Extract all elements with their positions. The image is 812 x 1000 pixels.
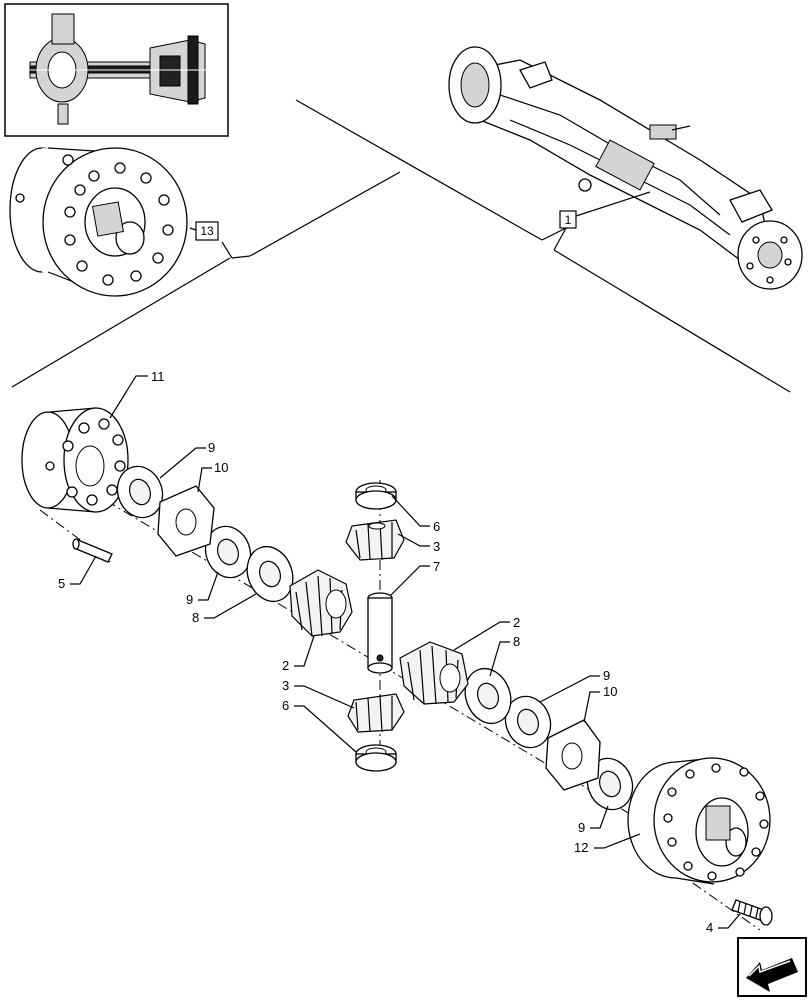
- part-10-friction-plate: [157, 485, 601, 791]
- part-12-flanged-case: [627, 757, 771, 885]
- axle-section-thumbnail: [4, 3, 229, 137]
- callout-6-upper: 6: [433, 519, 440, 534]
- callout-8-right: 8: [513, 634, 520, 649]
- part-2-side-gear: [289, 569, 469, 705]
- reference-label-13: 13: [200, 224, 214, 238]
- callout-6-lower: 6: [282, 698, 289, 713]
- part-11-case-half: [21, 407, 129, 513]
- callout-9-upper-left: 9: [208, 440, 215, 455]
- section-lines: [11, 99, 791, 393]
- callout-7: 7: [433, 559, 440, 574]
- exploded-view: [21, 407, 773, 931]
- callout-4: 4: [706, 920, 713, 935]
- part-9-thrust-washer: [116, 465, 634, 811]
- callout-9-lower-right: 9: [578, 820, 585, 835]
- axle-assembly-illustration: [448, 46, 803, 290]
- callout-8-left: 8: [192, 610, 199, 625]
- reference-box-1[interactable]: 1: [559, 210, 577, 229]
- callout-3-upper: 3: [433, 539, 440, 554]
- callout-2-right: 2: [513, 615, 520, 630]
- part-8-shim: [246, 545, 512, 725]
- reference-box-13[interactable]: 13: [195, 221, 219, 241]
- callout-2-left: 2: [282, 658, 289, 673]
- callout-5: 5: [58, 576, 65, 591]
- callout-10-right: 10: [603, 684, 617, 699]
- callout-9-upper-right: 9: [603, 668, 610, 683]
- callout-10-left: 10: [214, 460, 228, 475]
- part-3-pinion-gear: [345, 519, 405, 733]
- reference-label-1: 1: [565, 213, 572, 227]
- callout-3-lower: 3: [282, 678, 289, 693]
- leader-lines: [70, 375, 741, 929]
- part-7-spider-shaft: [367, 592, 393, 674]
- part-4-bolt: [731, 899, 773, 926]
- part-6-washer: [355, 482, 397, 772]
- callout-9-lower-left: 9: [186, 592, 193, 607]
- callout-12: 12: [574, 840, 588, 855]
- callout-numbers: 11 9 10 5 9 8 6 3 7 2 8 2 3 6 9 10 9 12 …: [58, 369, 713, 935]
- part-5-pin: [72, 538, 113, 563]
- differential-housing-illustration: [9, 147, 188, 297]
- arrow-back-icon[interactable]: [737, 937, 807, 997]
- callout-11: 11: [151, 369, 165, 384]
